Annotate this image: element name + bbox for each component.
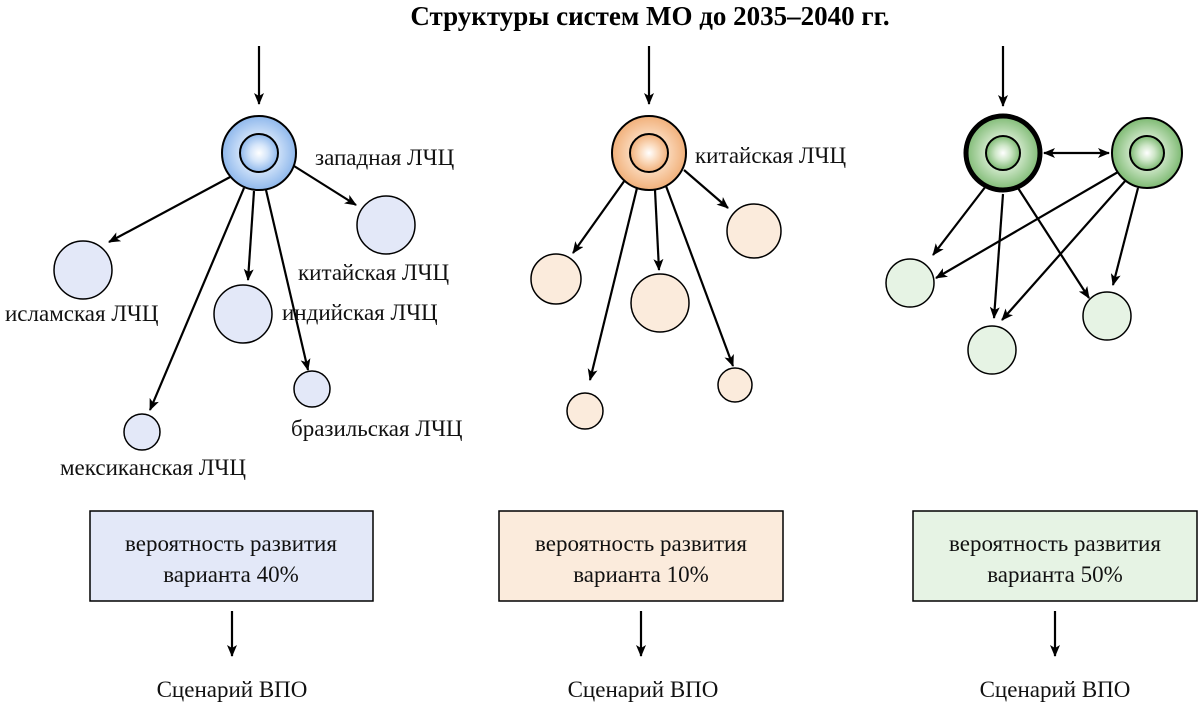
v1-scenario-label: Сценарий ВПО xyxy=(157,677,308,702)
v1-box-line2: варианта 40% xyxy=(163,562,299,587)
v2-node-4 xyxy=(717,367,753,403)
v3-edge-b2 xyxy=(1001,179,1127,321)
v1-edge-islam xyxy=(108,175,233,243)
v2-hub-node xyxy=(611,115,687,191)
variant-1-structure: западная ЛЧЦ исламская ЛЧЦ китайская ЛЧЦ… xyxy=(5,46,463,480)
v3-edge-b3 xyxy=(1110,187,1140,286)
v3-edge-a3 xyxy=(1017,187,1090,299)
v1-edge-brazil xyxy=(264,189,311,371)
v3-edge-a1 xyxy=(932,185,987,256)
v3-node-2 xyxy=(967,325,1017,375)
v3-node-3 xyxy=(1082,291,1132,341)
v3-edge-b1 xyxy=(935,171,1119,279)
v2-probability-box: вероятность развития варианта 10% xyxy=(498,510,784,602)
v1-edge-india xyxy=(243,190,256,281)
v1-node-india xyxy=(213,284,273,344)
v2-node-5 xyxy=(566,392,604,430)
v1-label-india: индийская ЛЧЦ xyxy=(282,300,438,325)
v2-edge-2 xyxy=(653,189,664,271)
v1-label-china: китайская ЛЧЦ xyxy=(298,260,449,285)
v2-edge-4 xyxy=(664,185,735,367)
v2-edge-1 xyxy=(572,179,626,254)
v2-edge-5 xyxy=(587,187,639,381)
v1-hub-node xyxy=(221,115,297,191)
v3-hub-node-secondary xyxy=(1111,117,1183,189)
v3-node-1 xyxy=(885,258,935,308)
variant-2-structure: китайская ЛЧЦ xyxy=(530,46,846,430)
v3-scenario-label: Сценарий ВПО xyxy=(980,677,1131,702)
v2-node-2 xyxy=(726,203,782,259)
v3-box-line2: варианта 50% xyxy=(987,562,1123,587)
v1-label-brazil: бразильская ЛЧЦ xyxy=(291,416,463,441)
v2-hub-label: китайская ЛЧЦ xyxy=(695,143,846,168)
v2-box-line1: вероятность развития xyxy=(535,531,747,556)
v1-box-line1: вероятность развития xyxy=(125,531,337,556)
v1-edge-mexico xyxy=(148,187,246,411)
v1-hub-label: западная ЛЧЦ xyxy=(315,145,455,170)
v2-edge-3 xyxy=(683,169,729,209)
v1-node-islam xyxy=(53,240,113,300)
v1-probability-box: вероятность развития варианта 40% xyxy=(89,510,374,602)
v1-node-mexico xyxy=(123,413,161,451)
v1-edge-china xyxy=(293,165,357,206)
v3-edge-a2 xyxy=(989,193,1005,319)
v1-node-brazil xyxy=(293,370,331,408)
v2-box-line2: варианта 10% xyxy=(573,562,709,587)
variant-3-structure xyxy=(885,46,1183,375)
v1-node-china xyxy=(356,195,416,255)
v2-scenario-label: Сценарий ВПО xyxy=(568,677,719,702)
v3-hub-node-primary xyxy=(963,113,1043,193)
diagram-title: Структуры систем МО до 2035–2040 гг. xyxy=(410,1,889,31)
v2-node-1 xyxy=(530,253,582,305)
v1-label-mexico: мексиканская ЛЧЦ xyxy=(60,455,246,480)
v2-node-3 xyxy=(630,273,690,333)
v1-label-islam: исламская ЛЧЦ xyxy=(5,301,159,326)
v3-box-line1: вероятность развития xyxy=(949,531,1161,556)
v3-probability-box: вероятность развития варианта 50% xyxy=(912,510,1198,602)
